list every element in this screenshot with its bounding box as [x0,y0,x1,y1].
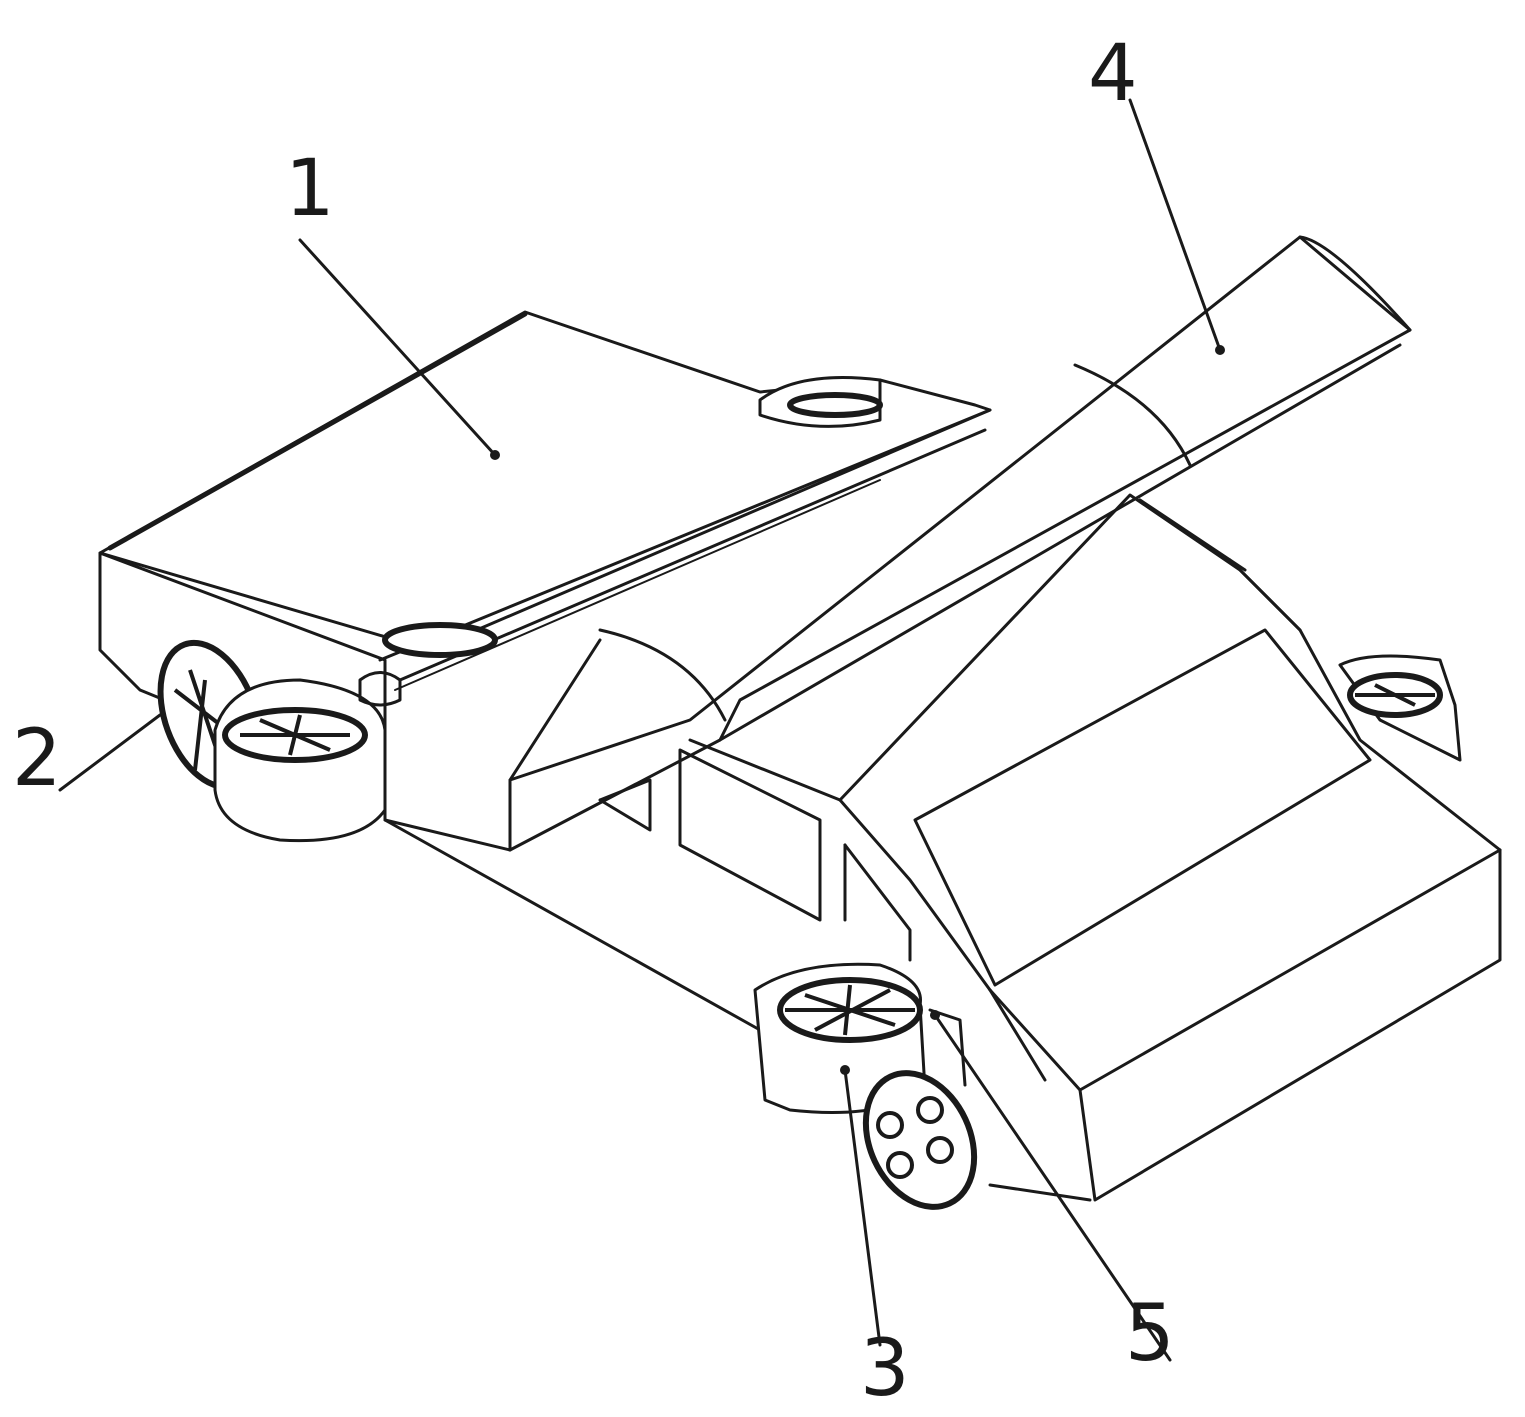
front-left-wheel [862,1070,978,1210]
label-5: 5 [1125,1289,1175,1379]
wing-panel [508,235,1412,852]
label-3: 3 [860,1324,910,1414]
label-2: 2 [12,714,62,804]
mid-fan-2 [358,622,498,707]
leader-lines [58,98,1225,1362]
label-1: 1 [285,144,335,234]
front-left-fan [753,962,927,1114]
mid-left-fan [758,376,883,428]
label-4: 4 [1088,29,1138,119]
vehicle-body [383,493,1502,1202]
front-right-fan [1338,654,1462,762]
rear-left-fan [213,678,387,843]
